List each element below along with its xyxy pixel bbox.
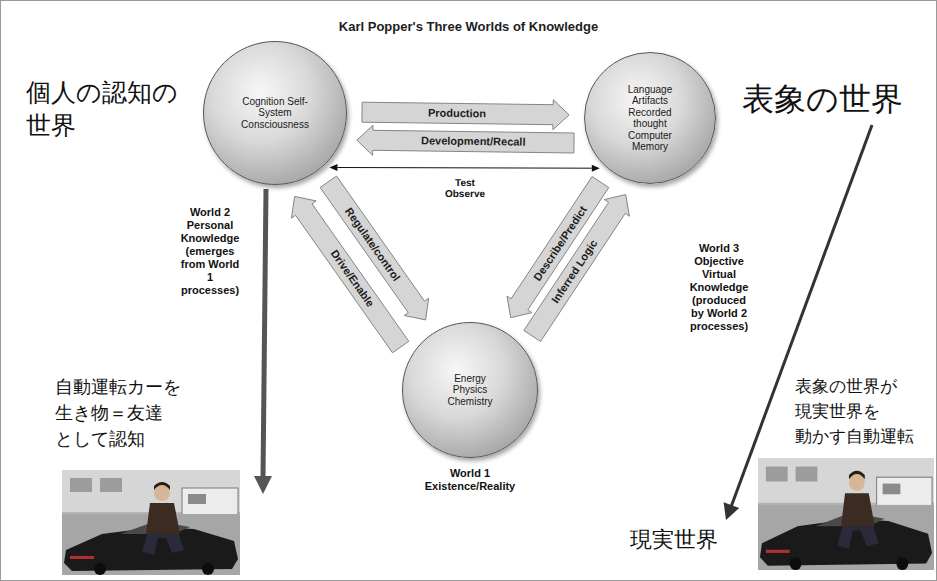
annotation-text: 表象の世界: [742, 80, 927, 118]
car-photo: [758, 458, 934, 570]
arrow-label: Production: [428, 108, 486, 120]
annotation-text: 現実世界: [630, 526, 740, 554]
circle-text: Language Artifacts Recorded thought Comp…: [628, 84, 673, 153]
test-connector: [329, 164, 599, 172]
world-circle: Energy Physics Chemistry: [402, 322, 538, 458]
block-arrow: [507, 177, 609, 318]
annotation-text: 表象の世界が 現実世界を 動かす自動運転: [795, 374, 930, 449]
world-circle: Cognition Self-System Consciousness: [203, 41, 347, 185]
world-caption: World 2 Personal Knowledge (emerges from…: [178, 206, 242, 297]
arrow-head: [329, 164, 337, 171]
car-photo: [62, 470, 240, 575]
diagram-title: Karl Popper's Three Worlds of Knowledge: [0, 19, 937, 34]
arrow-head: [592, 165, 600, 172]
block-arrow: [357, 125, 574, 155]
connector-label: Test Observe: [443, 176, 487, 200]
annotation-text: 自動運転カーを 生き物＝友達 として認知: [55, 374, 205, 452]
block-arrow: [524, 195, 630, 342]
block-arrow: [362, 100, 569, 130]
connector-line: [337, 167, 591, 169]
annotation-text: 個人の認知の 世界: [26, 76, 186, 142]
circle-text: Energy Physics Chemistry: [448, 373, 493, 408]
world-circle: Language Artifacts Recorded thought Comp…: [584, 52, 716, 184]
pointer-arrow-shaft: [731, 125, 872, 507]
block-arrow: [292, 196, 409, 352]
world-caption: World 1 Existence/Reality: [405, 467, 535, 493]
pointer-arrow-head: [724, 502, 740, 520]
pointer-arrow-shaft: [263, 189, 266, 478]
circle-text: Cognition Self-System Consciousness: [241, 96, 309, 131]
arrow-label: Development/Recall: [421, 135, 526, 147]
pointer-arrow-head: [254, 476, 272, 494]
world-caption: World 3 Objective Virtual Knowledge (pro…: [686, 242, 752, 333]
